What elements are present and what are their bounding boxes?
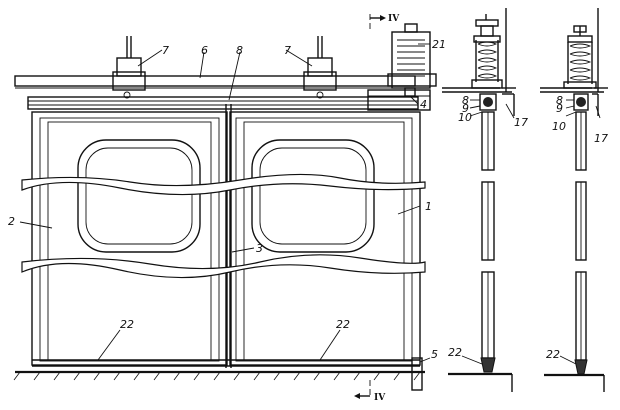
section-b-label-17: 17 <box>594 132 608 145</box>
label-22-right: 22 <box>336 318 350 331</box>
top-rail <box>14 75 416 89</box>
hanger-rods <box>126 36 323 58</box>
section-line <box>354 14 386 399</box>
floor <box>13 370 425 381</box>
bottom-rail <box>32 359 420 367</box>
label-8: 8 <box>236 44 243 57</box>
leader-lines <box>19 43 431 363</box>
label-7-right: 7 <box>284 44 291 57</box>
door-leaf-left <box>31 111 228 366</box>
label-6: 6 <box>201 44 208 57</box>
label-1: 1 <box>425 200 432 213</box>
floor-guide <box>411 357 423 391</box>
drive-unit <box>367 23 437 111</box>
centre-seal <box>225 104 232 368</box>
section-a-label-10: 10 <box>458 111 472 124</box>
section-b-label-10: 10 <box>552 120 566 133</box>
hanger-bracket-left <box>112 57 146 99</box>
section-mark-top: IV <box>388 14 400 24</box>
door-header <box>27 96 419 110</box>
section-b-label-22: 22 <box>546 348 560 361</box>
label-22-left: 22 <box>120 318 134 331</box>
section-a-label-22: 22 <box>448 346 462 359</box>
label-4: 4 <box>420 98 427 111</box>
section-view-open: 8 9 10 17 22 <box>540 8 608 392</box>
break-lines <box>21 173 426 279</box>
front-elevation: 1 2 3 4 5 6 7 7 8 21 22 22 IV IV <box>8 14 446 403</box>
section-a-label-9: 9 <box>462 102 469 115</box>
label-5: 5 <box>431 348 438 361</box>
section-a-label-17: 17 <box>514 116 528 129</box>
section-b-label-8: 8 <box>556 94 563 107</box>
label-2: 2 <box>8 215 15 228</box>
section-b-label-9: 9 <box>556 102 563 115</box>
section-a-label-8: 8 <box>462 94 469 107</box>
section-view-closed: 8 9 10 17 22 <box>442 8 528 392</box>
section-mark-bottom: IV <box>374 393 386 403</box>
door-leaf-right <box>229 111 421 366</box>
label-21: 21 <box>432 38 446 51</box>
label-7-left: 7 <box>162 44 169 57</box>
hanger-bracket-right <box>303 57 337 99</box>
label-3: 3 <box>256 242 263 255</box>
